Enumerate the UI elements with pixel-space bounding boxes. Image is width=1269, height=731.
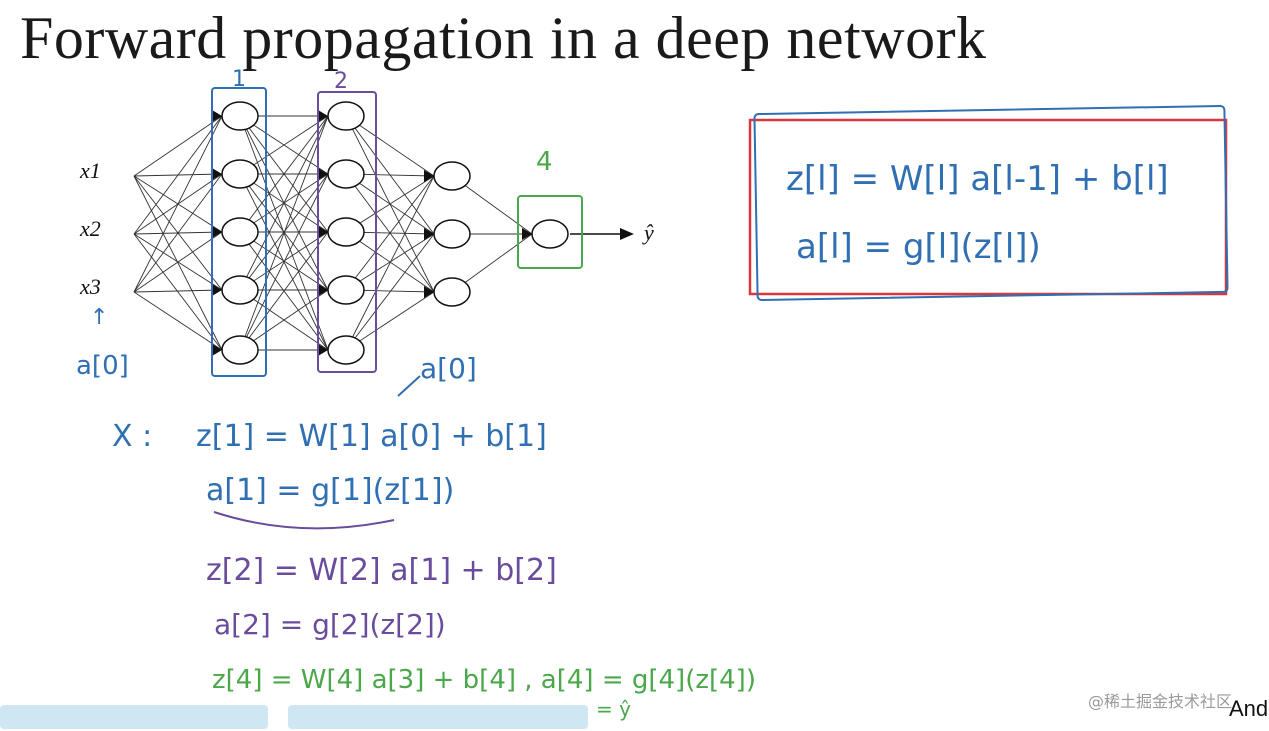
- node-input-arrowhead: [212, 226, 222, 238]
- network-edge: [133, 291, 223, 351]
- node-input-arrowhead: [522, 228, 532, 240]
- network-edge: [133, 173, 223, 293]
- node-input-arrowhead: [212, 168, 222, 180]
- a1-brace: [213, 511, 395, 530]
- a0-pointer-line: [397, 375, 421, 397]
- input-label-x2: x2: [79, 216, 101, 241]
- node-input-arrowhead: [318, 344, 328, 356]
- node-input-arrowhead: [424, 286, 434, 298]
- network-edge: [239, 115, 329, 175]
- network-node: [221, 275, 259, 305]
- network-edge: [345, 233, 435, 291]
- node-input-arrowhead: [318, 284, 328, 296]
- general-formula-blue-box: [753, 104, 1229, 302]
- node-input-arrowhead: [424, 170, 434, 182]
- network-edge: [345, 291, 435, 351]
- network-edge: [239, 173, 329, 351]
- layer4-number: 4: [536, 147, 553, 177]
- network-edge: [345, 175, 435, 233]
- layer2-number: 2: [334, 69, 348, 94]
- network-edge: [345, 175, 435, 291]
- network-node: [433, 219, 471, 249]
- input-label-x1: x1: [79, 158, 101, 183]
- output-arrowhead: [620, 228, 634, 240]
- node-input-arrowhead: [212, 110, 222, 122]
- eq-yhat: = ŷ: [596, 697, 631, 721]
- network-node: [327, 335, 365, 365]
- network-edge: [133, 175, 223, 351]
- node-input-arrowhead: [212, 284, 222, 296]
- network-node: [327, 217, 365, 247]
- page-title: Forward propagation in a deep network: [20, 5, 987, 71]
- eq-a1: a[1] = g[1](z[1]): [206, 473, 454, 508]
- network-node: [221, 159, 259, 189]
- layer2-box: [317, 91, 377, 373]
- network-node: [221, 335, 259, 365]
- network-edge: [133, 115, 223, 293]
- network-edge: [239, 115, 329, 351]
- node-input-arrowhead: [318, 226, 328, 238]
- layer4-box: [517, 195, 583, 269]
- bottom-strip-left: [0, 705, 268, 729]
- network-edge: [239, 231, 329, 351]
- network-edge: [133, 231, 223, 293]
- network-node: [433, 277, 471, 307]
- bottom-strip-right: [288, 705, 588, 729]
- a0-top-annotation: a[0]: [420, 352, 477, 385]
- eq-z4-a4: z[4] = W[4] a[3] + b[4] , a[4] = g[4](z[…: [212, 665, 756, 695]
- network-node: [433, 161, 471, 191]
- watermark: @稀土掘金技术社区: [1088, 692, 1233, 711]
- general-z-formula: z[l] = W[l] a[l-1] + b[l]: [786, 159, 1169, 199]
- network-node: [327, 159, 365, 189]
- general-a-formula: a[l] = g[l](z[l]): [796, 227, 1041, 267]
- node-input-arrowhead: [212, 344, 222, 356]
- x-prefix: X :: [112, 419, 152, 454]
- eq-z1: z[1] = W[1] a[0] + b[1]: [196, 419, 547, 454]
- network-edge: [239, 289, 329, 351]
- network-node: [221, 217, 259, 247]
- layer1-box: [211, 87, 267, 377]
- network-edge: [345, 233, 435, 351]
- network-edge: [239, 115, 329, 291]
- node-input-arrowhead: [424, 228, 434, 240]
- eq-a2: a[2] = g[2](z[2]): [214, 608, 446, 641]
- network-node: [531, 219, 569, 249]
- network-edge: [133, 115, 223, 235]
- input-pointer-arrow: ↑: [90, 305, 108, 330]
- input-label-x3: x3: [79, 274, 101, 299]
- node-input-arrowhead: [318, 168, 328, 180]
- general-formula-red-box: [748, 118, 1228, 296]
- eq-z2: z[2] = W[2] a[1] + b[2]: [206, 553, 557, 588]
- network-edge: [345, 175, 435, 351]
- layer1-number: 1: [232, 67, 246, 92]
- output-label-yhat: ŷ: [642, 220, 654, 245]
- network-edge: [133, 115, 223, 177]
- network-nodes: [212, 101, 569, 365]
- network-edge: [133, 289, 223, 293]
- network-node: [327, 275, 365, 305]
- node-input-arrowhead: [318, 110, 328, 122]
- network-edge: [239, 115, 329, 233]
- author-name: And: [1229, 696, 1269, 721]
- network-edge: [133, 233, 223, 351]
- network-node: [327, 101, 365, 131]
- network-edge: [345, 115, 435, 177]
- a0-annotation: a[0]: [76, 351, 129, 381]
- network-node: [221, 101, 259, 131]
